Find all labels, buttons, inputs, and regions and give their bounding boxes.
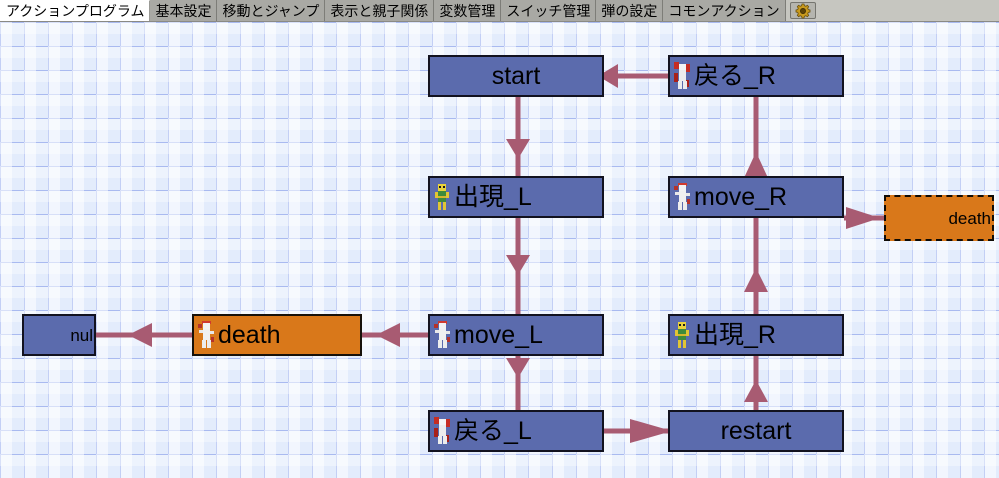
tab-label: 移動とジャンプ	[222, 2, 320, 19]
program-graph-canvas[interactable]: start 戻る_R 出現_L move_R death	[0, 22, 999, 478]
arrowhead-down-shutsugen-l-to-move-l	[506, 255, 530, 275]
character-sprite-gold-icon	[674, 320, 690, 350]
tab-basic-settings[interactable]: 基本設定	[150, 0, 218, 21]
arrowhead-right-modoru-l-to-restart	[630, 419, 672, 443]
arrowhead-left-death-l-to-nul	[128, 323, 152, 347]
tab-label: 変数管理	[439, 2, 496, 19]
node-label: restart	[720, 416, 792, 445]
node-shutsugen-l[interactable]: 出現_L	[428, 176, 604, 218]
arrowhead-up-move-r-to-modoru-r	[744, 152, 768, 178]
character-sprite-red-icon	[674, 61, 690, 91]
node-nul[interactable]: nul	[22, 314, 96, 356]
node-start[interactable]: start	[428, 55, 604, 97]
character-sprite-white-icon	[434, 320, 450, 350]
node-shutsugen-r[interactable]: 出現_R	[668, 314, 844, 356]
node-label: death	[218, 320, 281, 349]
node-modoru-r[interactable]: 戻る_R	[668, 55, 844, 97]
tab-label: スイッチ管理	[506, 2, 591, 19]
node-label: death	[948, 208, 991, 228]
character-sprite-red-icon	[434, 416, 450, 446]
node-label: 戻る_L	[454, 416, 532, 445]
arrowhead-down-move-l-to-modoru-l	[506, 358, 530, 378]
node-modoru-l[interactable]: 戻る_L	[428, 410, 604, 452]
tab-label: 表示と親子関係	[330, 2, 429, 19]
node-move-r[interactable]: move_R	[668, 176, 844, 218]
node-label: 出現_L	[454, 182, 532, 211]
tab-label: 弾の設定	[601, 2, 658, 19]
tab-label: アクションプログラム	[6, 3, 145, 19]
character-sprite-white-icon	[198, 320, 214, 350]
arrowhead-right-move-r-to-death-r	[846, 207, 880, 229]
node-restart[interactable]: restart	[668, 410, 844, 452]
arrowhead-down-start-to-shutsugen-l	[506, 139, 530, 159]
gear-icon[interactable]	[789, 2, 816, 19]
tab-bullet-settings[interactable]: 弾の設定	[596, 0, 664, 21]
tab-label: コモンアクション	[668, 2, 780, 19]
arrowhead-up-shutsugen-r-to-move-r	[744, 268, 768, 292]
tab-label: 基本設定	[155, 2, 212, 19]
arrowhead-left-move-l-to-death-l	[376, 323, 400, 347]
node-label: move_L	[454, 320, 543, 349]
node-label: 出現_R	[694, 320, 776, 349]
node-move-l[interactable]: move_L	[428, 314, 604, 356]
character-sprite-gold-icon	[434, 182, 450, 212]
node-label: start	[491, 61, 541, 90]
tab-action-program[interactable]: アクションプログラム	[0, 0, 151, 21]
character-sprite-white-icon	[674, 182, 690, 212]
tab-common-action[interactable]: コモンアクション	[663, 0, 786, 21]
tab-display-and-parenting[interactable]: 表示と親子関係	[325, 0, 435, 21]
node-label: 戻る_R	[694, 61, 776, 90]
tab-switch-management[interactable]: スイッチ管理	[501, 0, 597, 21]
node-death-right[interactable]: death	[884, 195, 994, 241]
node-label: nul	[70, 325, 93, 345]
tab-bar: アクションプログラム 基本設定 移動とジャンプ 表示と親子関係 変数管理 スイッ…	[0, 0, 999, 22]
tab-move-and-jump[interactable]: 移動とジャンプ	[217, 0, 326, 21]
arrowhead-up-restart-to-shutsugen-r	[744, 380, 768, 402]
tab-variable-management[interactable]: 変数管理	[434, 0, 502, 21]
node-death-left[interactable]: death	[192, 314, 362, 356]
node-label: move_R	[694, 182, 788, 211]
